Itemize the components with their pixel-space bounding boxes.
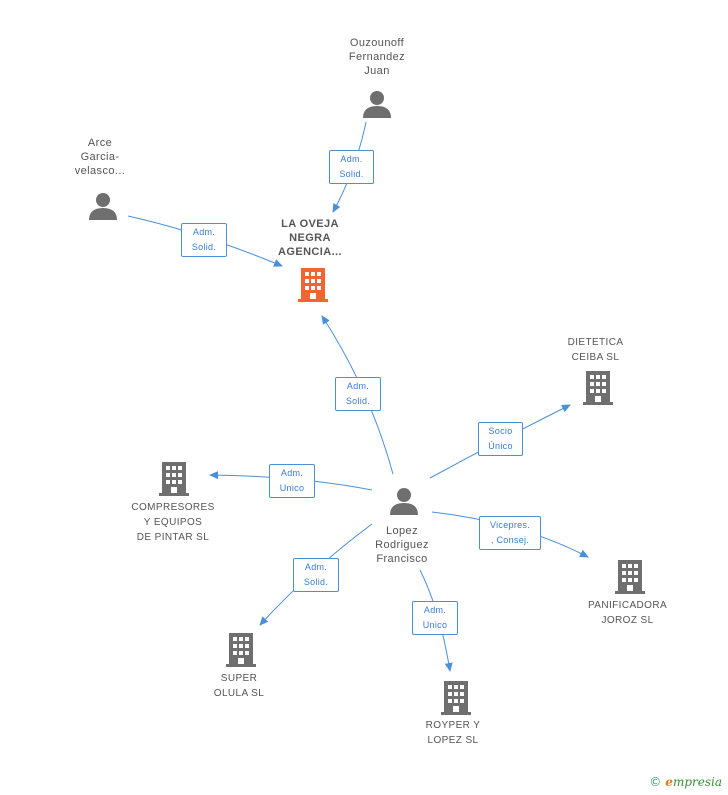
- node-label-ouzounoff[interactable]: Ouzounoff Fernandez Juan: [348, 37, 406, 77]
- edge-label-lopez-super[interactable]: Adm. Solid.: [293, 558, 339, 592]
- person-icon: [89, 193, 117, 220]
- node-label-arce[interactable]: Arce Garcia- velasco...: [74, 137, 126, 177]
- building-icon: [583, 371, 613, 405]
- edge-label-arce-center[interactable]: Adm. Solid.: [181, 223, 227, 257]
- building-icon-dietetica[interactable]: [583, 371, 613, 410]
- node-label-royper[interactable]: ROYPER Y LOPEZ SL: [425, 720, 481, 746]
- node-label-center[interactable]: LA OVEJA NEGRA AGENCIA...: [278, 218, 342, 258]
- edge-label-lopez-royper[interactable]: Adm. Unico: [412, 601, 458, 635]
- building-icon: [159, 462, 189, 496]
- edge-label-ouzounoff-center[interactable]: Adm. Solid.: [329, 150, 374, 184]
- node-label-lopez[interactable]: Lopez Rodriguez Francisco: [375, 525, 429, 565]
- brand-logo-initial: e: [665, 775, 673, 789]
- person-icon-lopez[interactable]: [389, 487, 419, 520]
- edge-label-lopez-panificadora[interactable]: Vicepres. , Consej.: [479, 516, 541, 550]
- building-icon-panificadora[interactable]: [615, 560, 645, 599]
- building-icon-compresores[interactable]: [159, 462, 189, 501]
- person-icon-arce[interactable]: [88, 192, 118, 225]
- building-icon: [441, 681, 471, 715]
- node-label-super[interactable]: SUPER OLULA SL: [213, 673, 265, 699]
- brand-footer[interactable]: ©empresia: [649, 775, 722, 789]
- building-icon: [615, 560, 645, 594]
- node-label-panificadora[interactable]: PANIFICADORA JOROZ SL: [587, 600, 668, 626]
- building-icon-royper[interactable]: [441, 681, 471, 720]
- node-label-compresores[interactable]: COMPRESORES Y EQUIPOS DE PINTAR SL: [131, 502, 215, 543]
- edge-label-lopez-compresores[interactable]: Adm. Unico: [269, 464, 315, 498]
- copyright-symbol: ©: [649, 775, 662, 789]
- brand-logo-text: mpresia: [672, 775, 722, 789]
- building-icon-center[interactable]: [298, 268, 328, 307]
- edge-label-lopez-center[interactable]: Adm. Solid.: [335, 377, 381, 411]
- building-icon: [298, 268, 328, 302]
- person-icon-ouzounoff[interactable]: [362, 90, 392, 123]
- edge-label-lopez-dietetica[interactable]: Socio Único: [478, 422, 523, 456]
- building-icon-super[interactable]: [226, 633, 256, 672]
- node-label-dietetica[interactable]: DIETETICA CEIBA SL: [567, 337, 624, 363]
- building-icon: [226, 633, 256, 667]
- person-icon: [363, 91, 391, 118]
- person-icon: [390, 488, 418, 515]
